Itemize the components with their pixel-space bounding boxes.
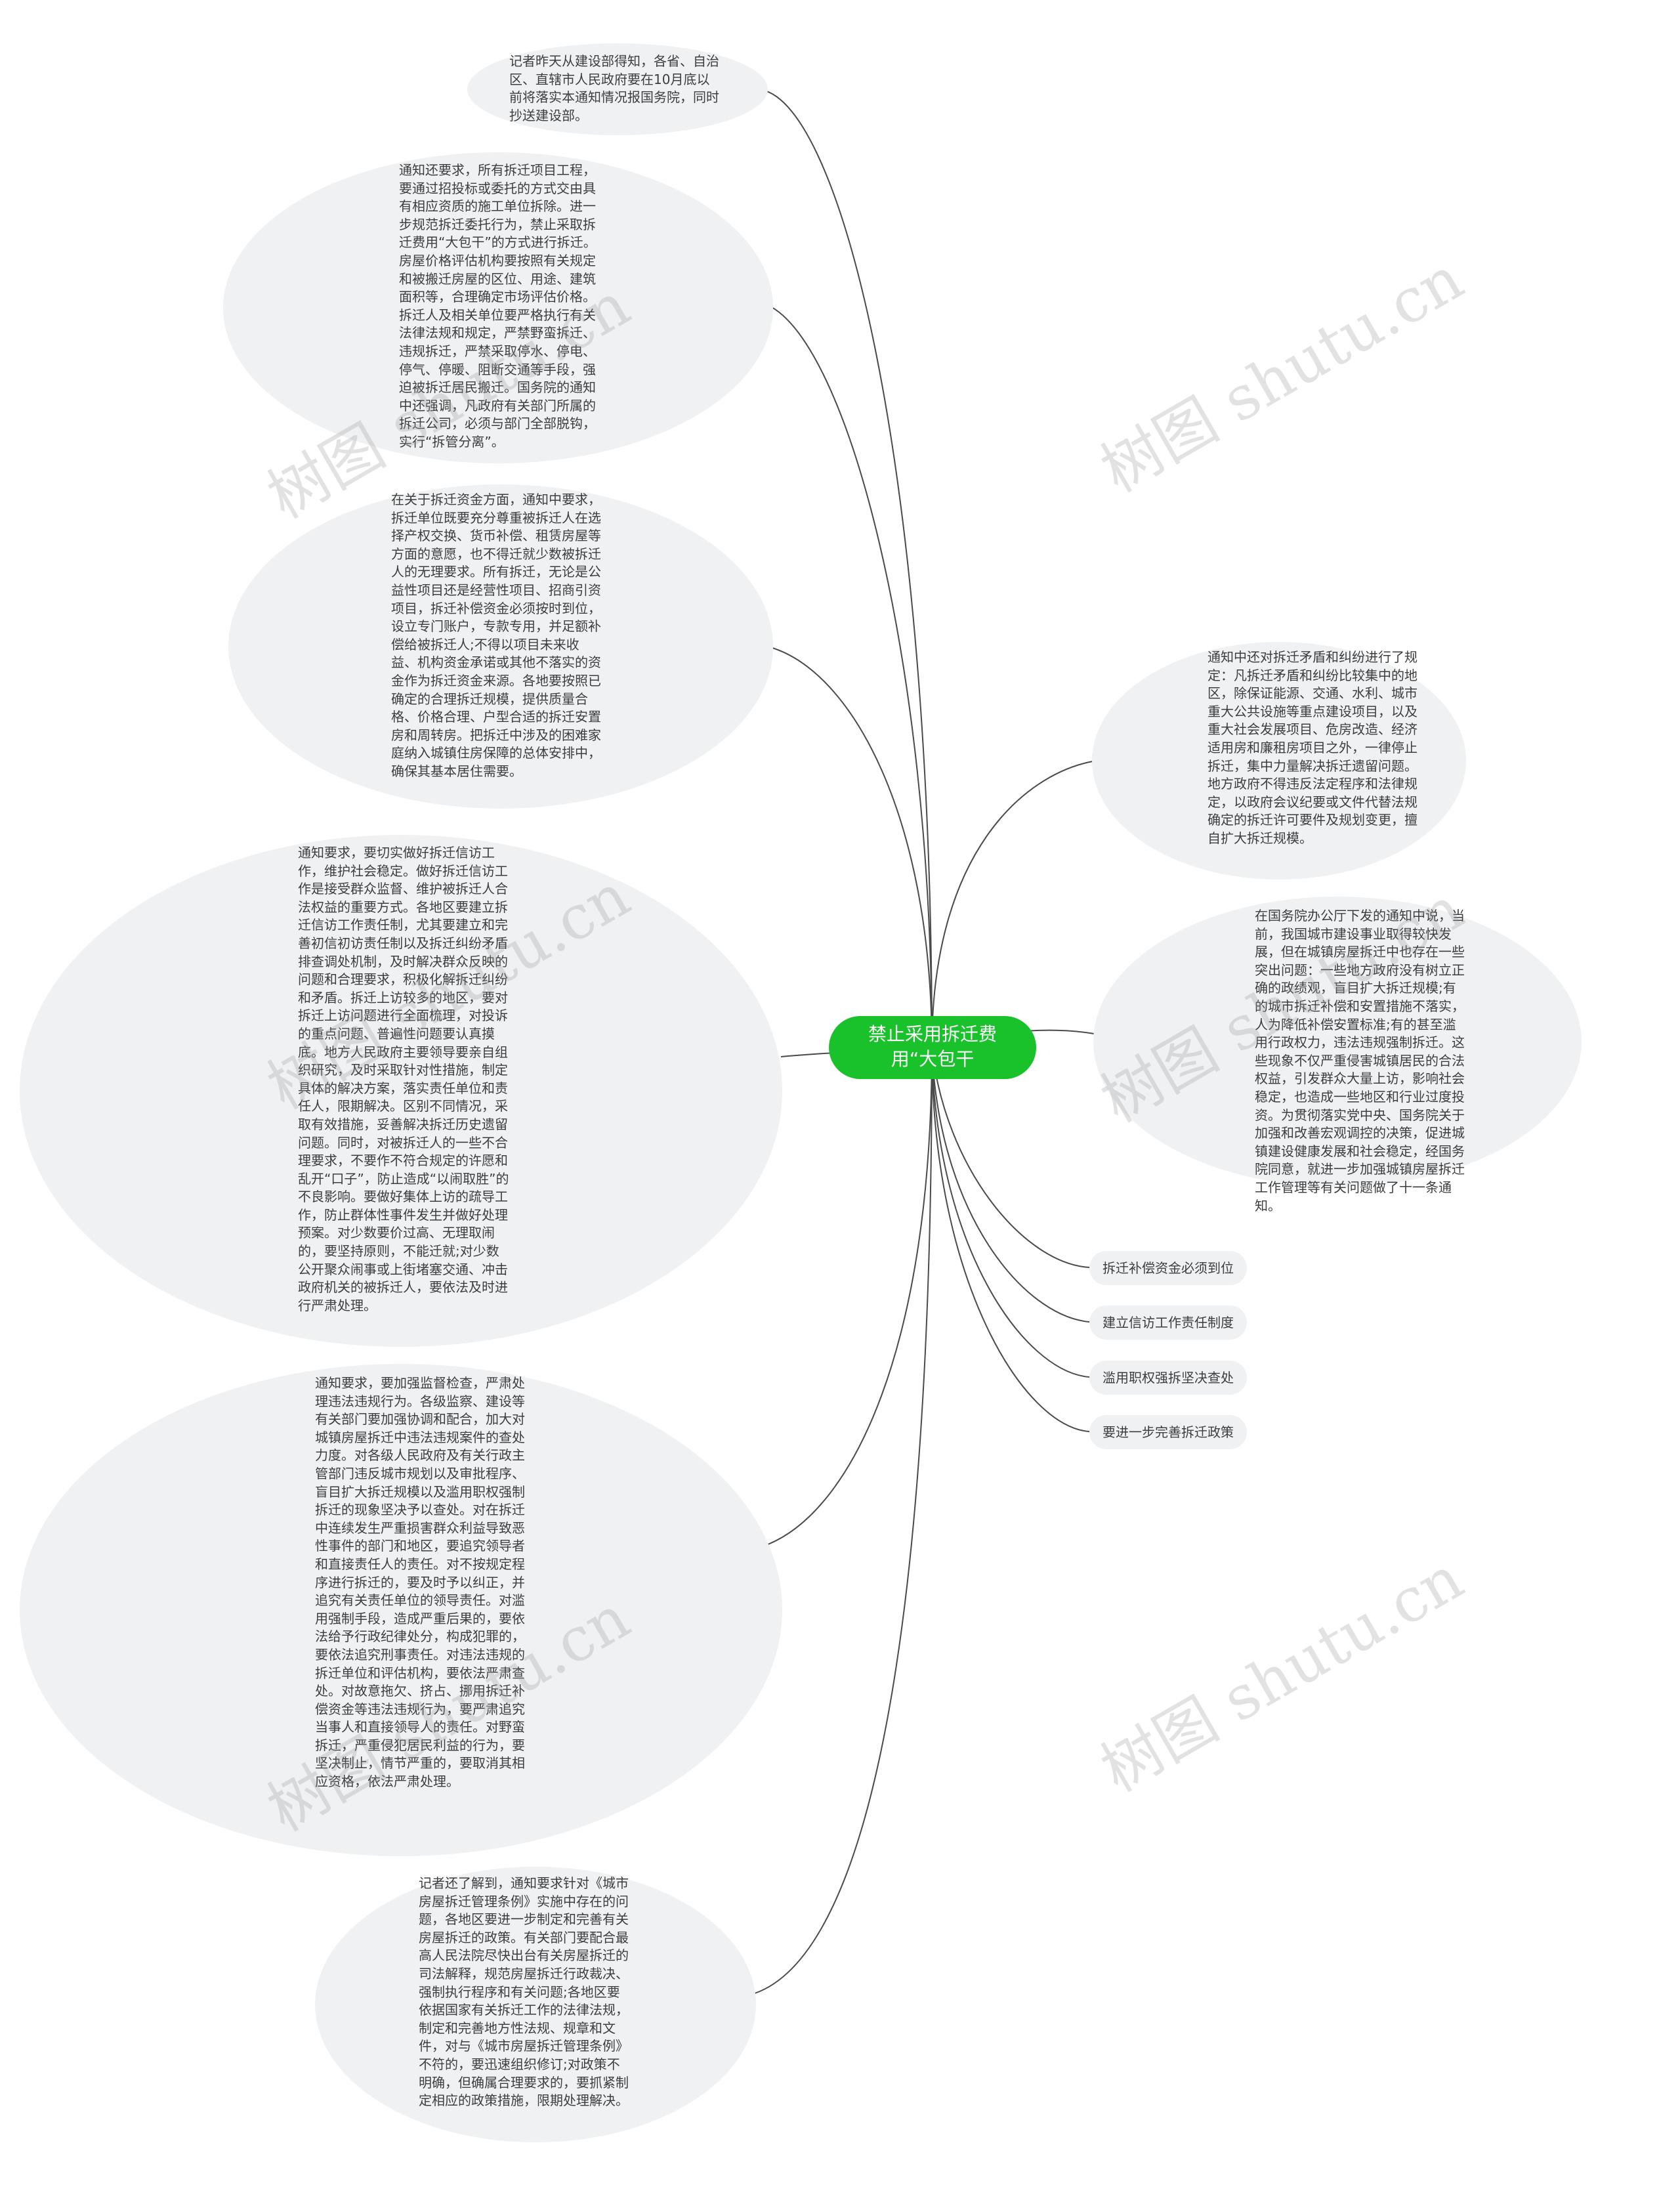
root-node[interactable]: 禁止采用拆迁费用“大包干 bbox=[829, 1016, 1036, 1079]
left-node-2-text: 通知还要求，所有拆迁项目工程，要通过招投标或委托的方式交由具有相应资质的施工单位… bbox=[399, 162, 597, 450]
link-right-1 bbox=[931, 761, 1093, 1048]
right-node-2[interactable]: 在国务院办公厅下发的通知中说，当前，我国城市建设事业取得较快发展，但在城镇房屋拆… bbox=[1093, 897, 1582, 1214]
right-node-1[interactable]: 通知中还对拆迁矛盾和纠纷进行了规定：凡拆迁矛盾和纠纷比较集中的地区，除保证能源、… bbox=[1092, 642, 1466, 880]
link-left-3 bbox=[767, 646, 933, 1048]
left-node-5-text: 通知要求，要加强监督检查，严肃处理违法违规行为。各级监察、建设等有关部门要加强协… bbox=[315, 1375, 525, 1790]
leaf-abuse-investigation[interactable]: 滥用职权强拆坚决查处 bbox=[1089, 1361, 1247, 1395]
left-node-4[interactable]: 通知要求，要切实做好拆迁信访工作，维护社会稳定。做好拆迁信访工作是接受群众监督、… bbox=[20, 835, 782, 1347]
link-left-2 bbox=[767, 305, 933, 1048]
link-left-5 bbox=[767, 1047, 933, 1545]
left-node-1[interactable]: 记者昨天从建设部得知，各省、自治区、直辖市人民政府要在10月底以前将落实本通知情… bbox=[467, 43, 768, 135]
left-node-1-text: 记者昨天从建设部得知，各省、自治区、直辖市人民政府要在10月底以前将落实本通知情… bbox=[509, 53, 719, 123]
leaf-improve-policy[interactable]: 要进一步完善拆迁政策 bbox=[1089, 1415, 1247, 1449]
link-right-3 bbox=[931, 1047, 1090, 1268]
left-node-2[interactable]: 通知还要求，所有拆迁项目工程，要通过招投标或委托的方式交由具有相应资质的施工单位… bbox=[223, 152, 773, 463]
right-node-2-text: 在国务院办公厅下发的通知中说，当前，我国城市建设事业取得较快发展，但在城镇房屋拆… bbox=[1255, 908, 1465, 1214]
link-right-6 bbox=[931, 1047, 1090, 1432]
left-node-5[interactable]: 通知要求，要加强监督检查，严肃处理违法违规行为。各级监察、建设等有关部门要加强协… bbox=[20, 1364, 782, 1856]
left-node-4-text: 通知要求，要切实做好拆迁信访工作，维护社会稳定。做好拆迁信访工作是接受群众监督、… bbox=[298, 845, 509, 1313]
leaf-petition-responsibility[interactable]: 建立信访工作责任制度 bbox=[1089, 1305, 1247, 1340]
left-node-3[interactable]: 在关于拆迁资金方面，通知中要求，拆迁单位既要充分尊重被拆迁人在选择产权交换、货币… bbox=[228, 484, 773, 809]
link-right-4 bbox=[931, 1047, 1090, 1323]
leaf-compensation-funds[interactable]: 拆迁补偿资金必须到位 bbox=[1089, 1251, 1247, 1285]
link-right-5 bbox=[931, 1047, 1090, 1378]
right-node-1-text: 通知中还对拆迁矛盾和纠纷进行了规定：凡拆迁矛盾和纠纷比较集中的地区，除保证能源、… bbox=[1208, 649, 1418, 846]
left-node-6[interactable]: 记者还了解到，通知要求针对《城市房屋拆迁管理条例》实施中存在的问题，各地区要进一… bbox=[315, 1867, 756, 2142]
left-node-3-text: 在关于拆迁资金方面，通知中要求，拆迁单位既要充分尊重被拆迁人在选择产权交换、货币… bbox=[391, 492, 601, 779]
left-node-6-text: 记者还了解到，通知要求针对《城市房屋拆迁管理条例》实施中存在的问题，各地区要进一… bbox=[419, 1875, 629, 2109]
link-left-1 bbox=[761, 89, 933, 1048]
link-left-6 bbox=[747, 1047, 933, 1996]
